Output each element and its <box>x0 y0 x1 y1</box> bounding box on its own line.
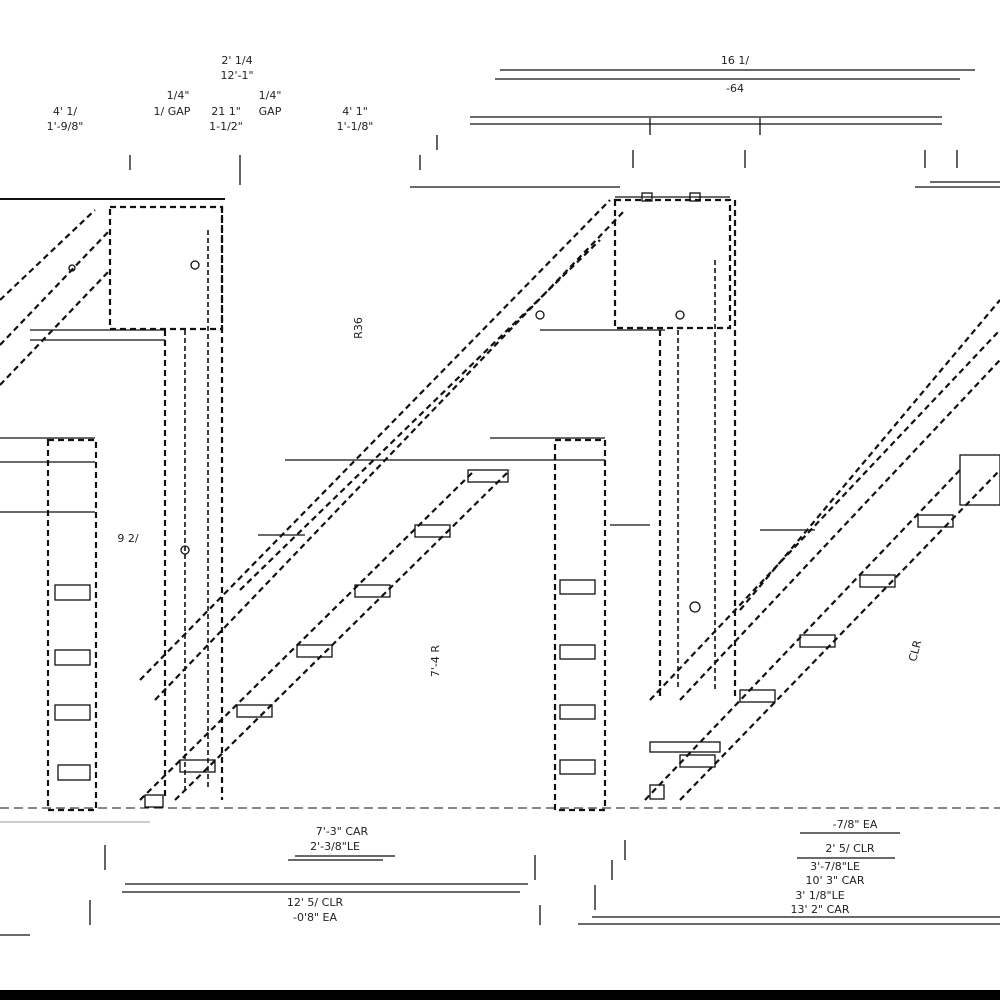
side-label: 9 2/ <box>117 532 139 545</box>
dim-label: 3' 1/8"LE <box>795 889 845 902</box>
dim-label: 2' 1/4 <box>221 54 253 67</box>
dim-label: 1'-9/8" <box>46 120 84 133</box>
dim-label: 10' 3" CAR <box>805 874 865 887</box>
dim-label: 4' 1/ <box>52 105 78 118</box>
side-label: 7'-4 R <box>429 644 443 678</box>
left-stair <box>139 199 626 808</box>
dim-label: 4' 1" <box>342 105 368 118</box>
dim-label: 12'-1" <box>220 69 254 82</box>
dim-label: 1/ GAP <box>153 105 191 118</box>
dim-label: GAP <box>258 105 282 118</box>
dim-label: 1/4" <box>258 89 282 102</box>
middle-frame <box>535 192 737 812</box>
dim-label: 2'-3/8"LE <box>310 840 360 853</box>
bottom-dimension-lines <box>0 807 1000 936</box>
top-dimension-lines <box>0 69 1000 200</box>
dim-label: 7'-3" CAR <box>315 825 369 838</box>
dim-label: 13' 2" CAR <box>790 903 850 916</box>
dim-label: 21 1" <box>211 105 241 118</box>
bottom-border-bar <box>0 990 1000 1000</box>
dim-label: 16 1/ <box>720 54 750 67</box>
side-label: R36 <box>351 317 365 339</box>
dim-label: -7/8" EA <box>832 818 878 831</box>
dim-label: 12' 5/ CLR <box>286 896 344 909</box>
right-stair <box>610 299 1000 801</box>
dim-label: -64 <box>726 82 744 95</box>
dim-label: 2' 5/ CLR <box>825 842 875 855</box>
dim-label: 1-1/2" <box>209 120 243 133</box>
dim-label: -0'8" EA <box>292 911 338 924</box>
dim-label: 3'-7/8"LE <box>810 860 860 873</box>
dim-label: 1'-1/8" <box>336 120 374 133</box>
left-frame <box>0 205 224 812</box>
dim-label: 1/4" <box>166 89 190 102</box>
